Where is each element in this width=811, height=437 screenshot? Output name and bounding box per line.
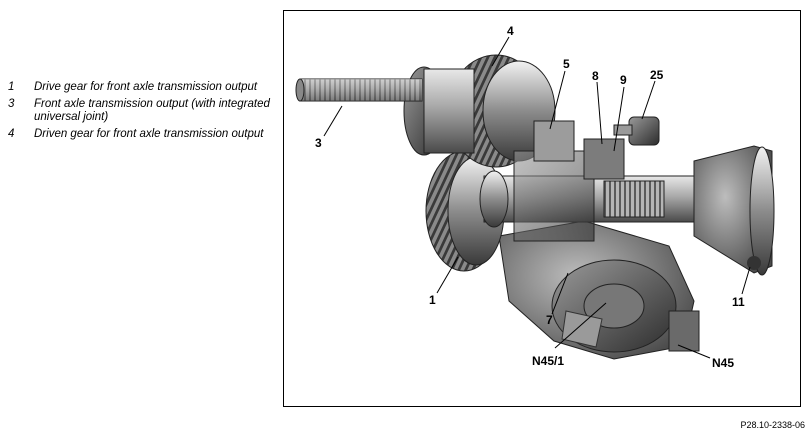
legend-item: 1 Drive gear for front axle transmission… bbox=[8, 81, 270, 95]
callout-5: 5 bbox=[563, 57, 570, 71]
legend-text: Front axle transmission output (with int… bbox=[34, 97, 270, 124]
legend-number: 1 bbox=[8, 81, 15, 93]
callout-11: 11 bbox=[732, 295, 745, 309]
callout-7: 7 bbox=[546, 313, 553, 327]
callout-8: 8 bbox=[592, 69, 599, 83]
callout-N45: N45 bbox=[712, 356, 734, 370]
callout-N45-1: N45/1 bbox=[532, 354, 564, 368]
driven-gear bbox=[403, 54, 556, 168]
legend-text: Driven gear for front axle transmission … bbox=[34, 127, 264, 140]
callout-4: 4 bbox=[507, 24, 514, 38]
figure-frame: 4 5 8 9 25 3 1 7 N45/1 N45 11 bbox=[283, 10, 801, 407]
front-output-shaft bbox=[295, 78, 423, 102]
legend-number: 3 bbox=[8, 97, 15, 110]
legend-list: 1 Drive gear for front axle transmission… bbox=[8, 81, 270, 144]
legend-item: 4 Driven gear for front axle transmissio… bbox=[8, 128, 270, 142]
callout-25: 25 bbox=[650, 68, 664, 82]
legend-item: 3 Front axle transmission output (with i… bbox=[8, 98, 270, 125]
legend-text: Drive gear for front axle transmission o… bbox=[34, 81, 258, 93]
figure-reference-code: P28.10-2338-06 bbox=[740, 420, 805, 430]
callout-3: 3 bbox=[315, 136, 322, 150]
sensor bbox=[613, 116, 660, 146]
leader-lines bbox=[323, 36, 751, 359]
rear-output-flange bbox=[693, 145, 775, 276]
transfer-case-cutaway-illustration: 4 5 8 9 25 3 1 7 N45/1 N45 11 bbox=[295, 24, 775, 370]
callout-1: 1 bbox=[429, 293, 436, 307]
lower-housing bbox=[498, 220, 700, 360]
legend-number: 4 bbox=[8, 127, 15, 140]
callout-9: 9 bbox=[620, 73, 627, 87]
